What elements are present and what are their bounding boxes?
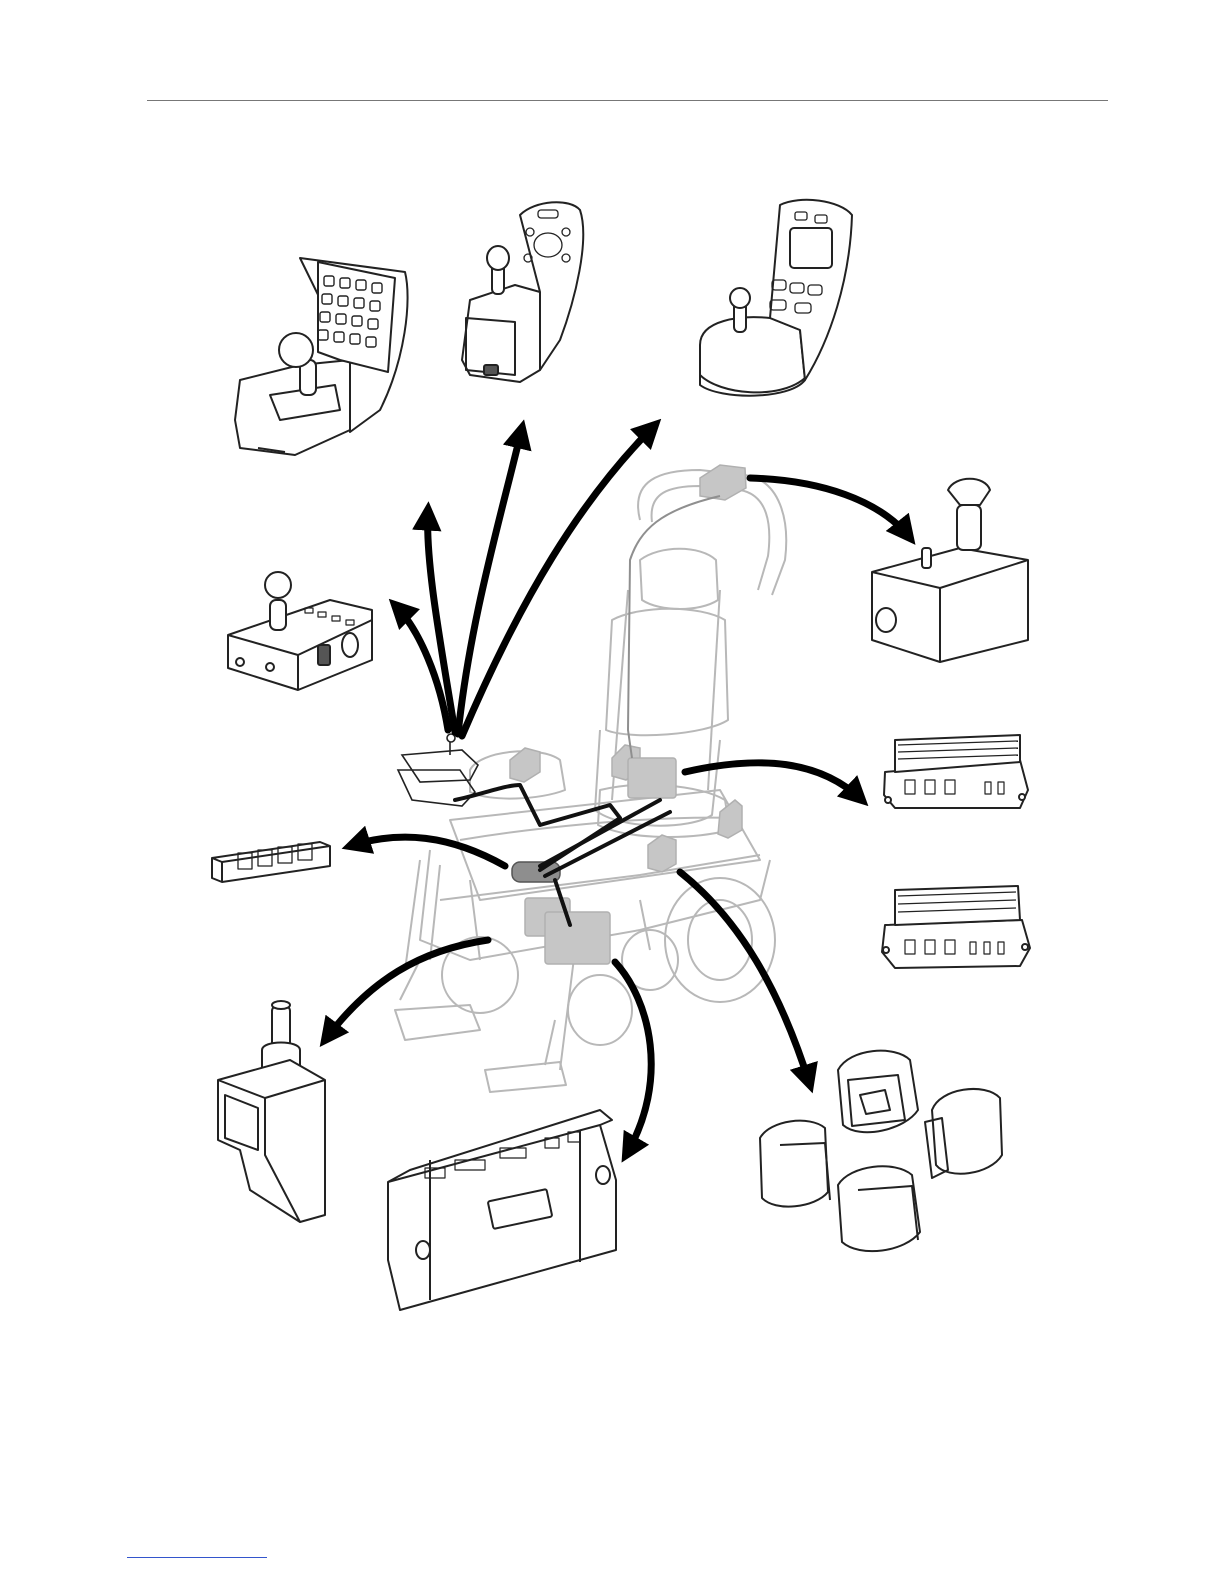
power-module-icon: [388, 1110, 616, 1310]
actuator-module-a-icon: [884, 735, 1028, 808]
actuator-module-b-icon: [882, 886, 1030, 968]
armrest-mount: [398, 734, 478, 806]
switch-strip-icon: [212, 842, 330, 882]
compact-joystick-box-icon: [228, 572, 372, 690]
switch-pads-icon: [760, 1051, 1002, 1251]
keypad-joystick-icon: [235, 258, 408, 455]
connection-arrows: [325, 425, 910, 1155]
footer-rule: [127, 1557, 267, 1558]
chin-control-icon: [218, 1001, 325, 1222]
joystick-remote-icon: [462, 202, 583, 382]
attendant-joystick-box-icon: [872, 479, 1028, 662]
display-remote-icon: [700, 200, 852, 396]
